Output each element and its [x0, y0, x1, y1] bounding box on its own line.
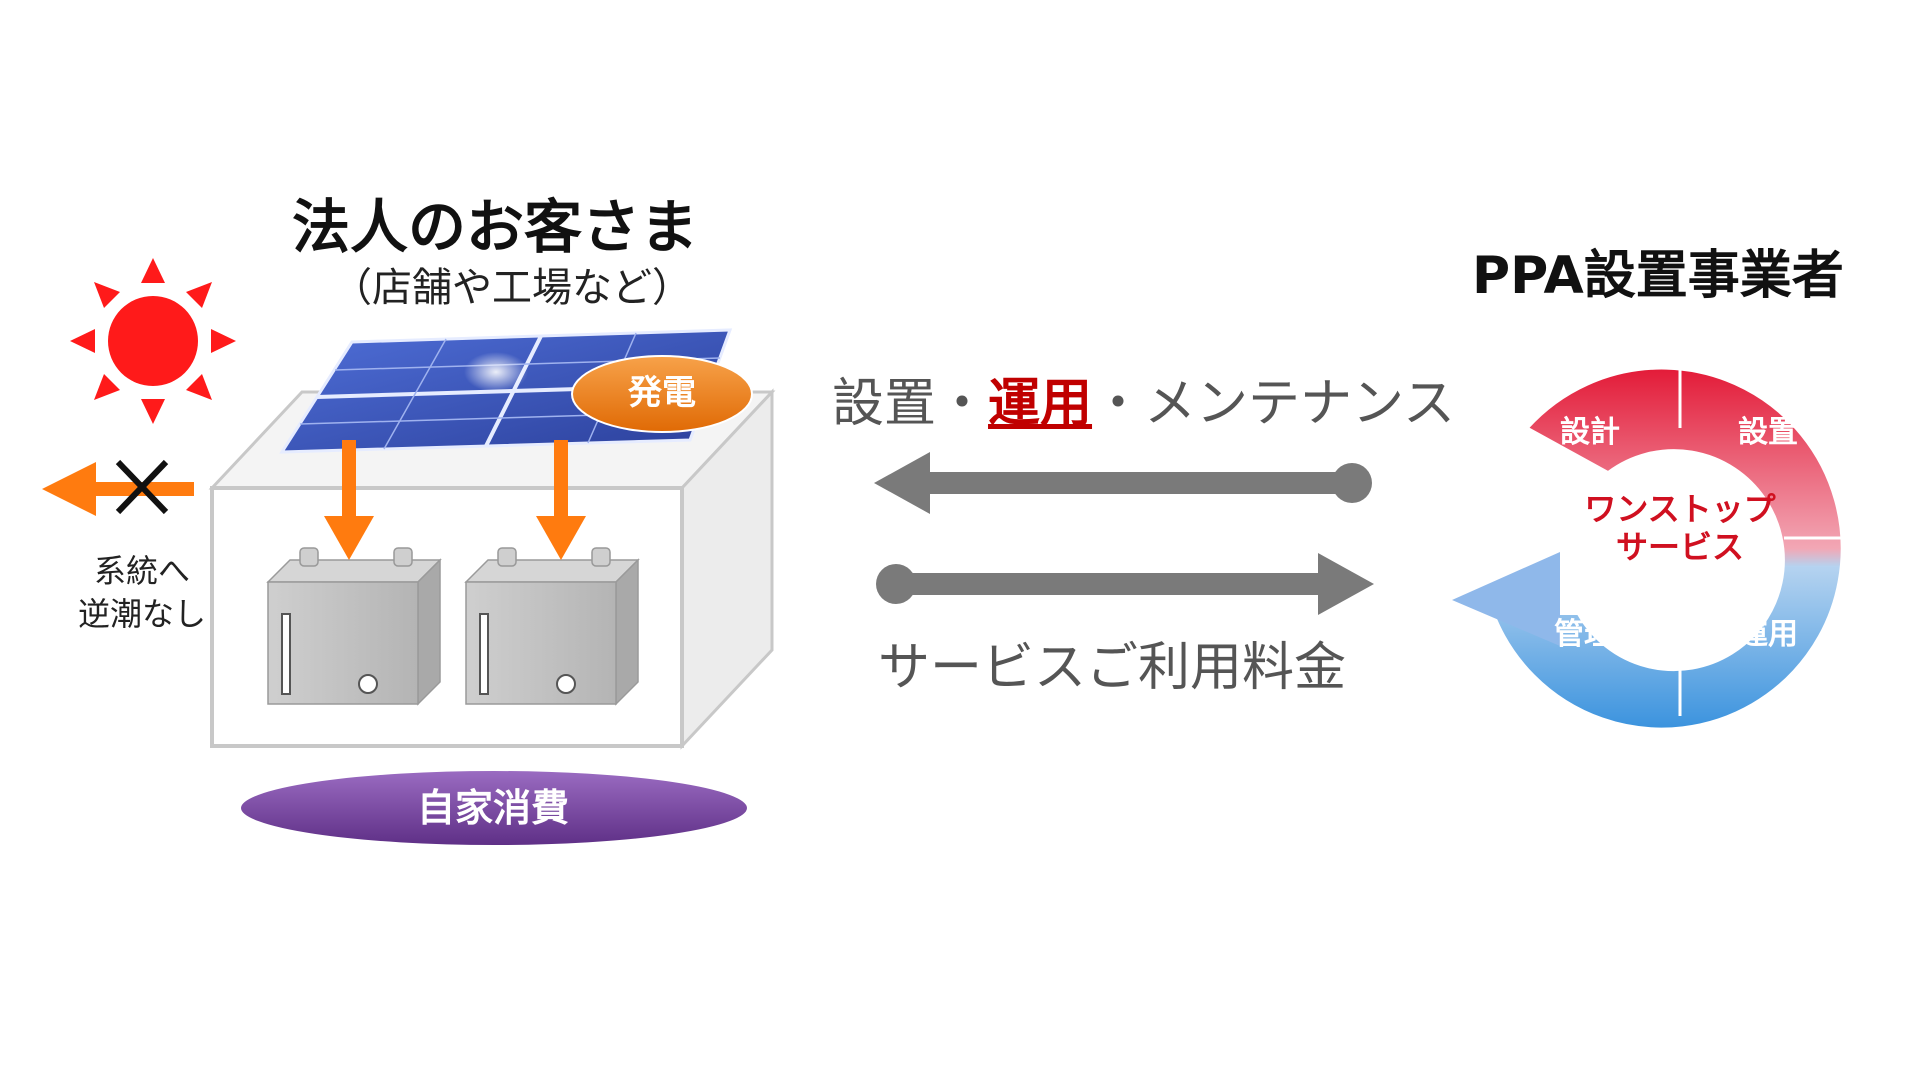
customer-title: 法人のお客さま [292, 193, 699, 261]
service-highlight: 運用 [988, 374, 1093, 434]
one-stop-line2: サービス [1615, 528, 1744, 567]
provider-title: PPA設置事業者 [1472, 246, 1844, 306]
generation-label: 発電 [628, 373, 696, 413]
grid-note-line2: 逆潮なし [77, 595, 206, 634]
self-consumption-label: 自家消費 [416, 786, 569, 830]
one-stop-cycle-icon [1452, 358, 1860, 730]
one-stop-service-label: ワンストップ サービス [1580, 490, 1780, 567]
service-prefix: 設置・ [832, 374, 989, 434]
sun-icon [70, 258, 236, 424]
payment-arrow-right [876, 553, 1374, 615]
cycle-label-management: 管理 [1554, 617, 1614, 652]
battery-icon [464, 547, 640, 706]
close-icon [115, 459, 169, 515]
charge-arrow-left [324, 440, 374, 560]
charge-arrow-right [536, 440, 586, 560]
cycle-label-design: 設計 [1560, 415, 1620, 450]
grid-note-line1: 系統へ [93, 552, 190, 590]
self-consumption-badge [239, 769, 749, 847]
battery-icon [266, 547, 442, 706]
one-stop-line1: ワンストップ [1584, 490, 1776, 528]
grid-note: 系統へ 逆潮なし [74, 550, 210, 636]
service-suffix: ・メンテナンス [1092, 374, 1455, 434]
generation-badge [571, 355, 753, 433]
service-fee-label: サービスご利用料金 [878, 638, 1347, 698]
customer-subtitle: （店舗や工場など） [332, 265, 692, 311]
cycle-label-install: 設置 [1738, 415, 1798, 450]
service-description: 設置・運用・メンテナンス [832, 378, 1455, 430]
service-arrow-left [874, 452, 1372, 514]
cycle-label-operation: 運用 [1738, 617, 1798, 652]
